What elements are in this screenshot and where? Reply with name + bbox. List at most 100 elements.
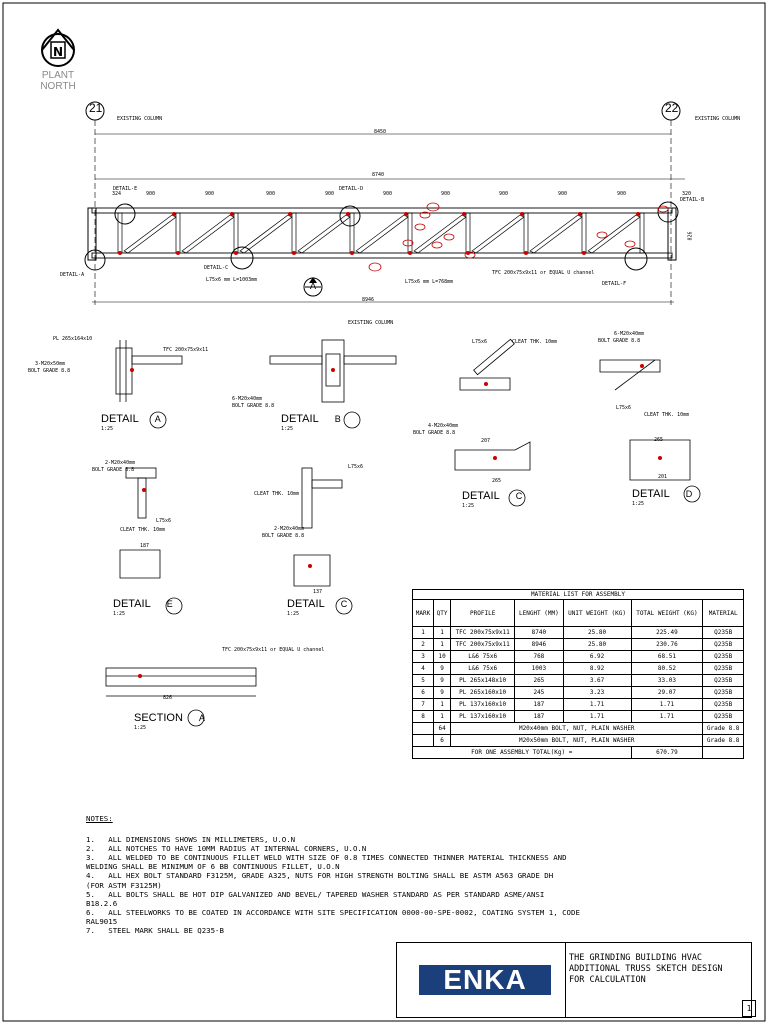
detail-a-grade: BOLT GRADE 8.8 bbox=[28, 368, 71, 374]
vertical-member bbox=[291, 212, 297, 254]
note-line: 2. ALL NOTCHES TO HAVE 10MM RADIUS AT IN… bbox=[86, 844, 367, 854]
table-cell: 1.71 bbox=[562, 698, 632, 711]
note-line: 5. ALL BOLTS SHALL BE HOT DIP GALVANIZED… bbox=[86, 889, 545, 899]
detail-a-word: DETAIL bbox=[101, 413, 139, 425]
detail-d-d2: 201 bbox=[658, 474, 668, 480]
table-cell: 265 bbox=[514, 674, 564, 687]
existing-column-right: EXISTING COLUMN bbox=[695, 116, 741, 122]
drawing-title: THE GRINDING BUILDING HVAC ADDITIONAL TR… bbox=[569, 953, 723, 986]
detail-b-existing: EXISTING COLUMN bbox=[348, 320, 394, 326]
table-cell: Q235B bbox=[702, 710, 744, 723]
bay-dim-label: 900 bbox=[499, 191, 509, 197]
bolt-marker bbox=[346, 212, 350, 216]
table-cell: 187 bbox=[514, 698, 564, 711]
table-cell: 225.49 bbox=[630, 626, 704, 639]
table-cell: L&6 75x6 bbox=[450, 650, 516, 663]
notes-heading: NOTES: bbox=[86, 814, 113, 823]
table-cell: Q235B bbox=[702, 686, 744, 699]
table-cell: 9 bbox=[433, 662, 452, 675]
detail-e-angle: L75x6 bbox=[156, 518, 172, 524]
diagonal-member bbox=[239, 214, 293, 254]
diagonal-member bbox=[181, 214, 235, 254]
material-list-col-2: PROFILE bbox=[450, 599, 516, 627]
table-cell: Q235B bbox=[702, 674, 744, 687]
member-note-tfc: TFC 200x75x9x11 or EQUAL U channel bbox=[492, 270, 595, 276]
detail-a-tag: DETAIL-A bbox=[60, 272, 85, 278]
detail-d-angle: L75x6 bbox=[616, 405, 632, 411]
detail-a-plate: PL 265x164x10 bbox=[53, 336, 93, 342]
table-cell: PL 137x160x10 bbox=[450, 698, 516, 711]
detail-f-scale: 1:25 bbox=[287, 611, 300, 617]
detail-f-word: DETAIL bbox=[287, 598, 325, 610]
bolt-marker bbox=[172, 212, 176, 216]
detail-b-scale: 1:25 bbox=[281, 426, 294, 432]
detail-f-d1: 137 bbox=[313, 589, 323, 595]
table-cell: 80.52 bbox=[630, 662, 704, 675]
detail-b-bolt: 6-M20x40mm bbox=[232, 396, 263, 402]
detail-c-grade: BOLT GRADE 8.8 bbox=[413, 430, 456, 436]
table-cell: Q235B bbox=[702, 698, 744, 711]
material-list-title: MATERIAL LIST FOR ASSEMBLY bbox=[412, 589, 744, 600]
dim-bottom: 8946 bbox=[362, 297, 375, 303]
table-cell: 1 bbox=[433, 638, 452, 651]
bolt-marker bbox=[582, 251, 586, 255]
detail-sketches bbox=[105, 338, 701, 727]
bay-dim-label: 900 bbox=[441, 191, 451, 197]
detail-b-tag: DETAIL-B bbox=[680, 197, 705, 203]
detail-c-d2: 265 bbox=[492, 478, 502, 484]
detail-c-scale: 1:25 bbox=[462, 503, 475, 509]
detail-f-grade: BOLT GRADE 8.8 bbox=[262, 533, 305, 539]
detail-e-d1: 187 bbox=[140, 543, 150, 549]
table-cell: 187 bbox=[514, 710, 564, 723]
table-cell: 1 bbox=[433, 626, 452, 639]
table-cell: 1003 bbox=[514, 662, 564, 675]
vertical-member bbox=[523, 212, 529, 254]
table-cell: 6 bbox=[433, 734, 452, 747]
bolt-marker bbox=[234, 251, 238, 255]
table-cell: PL 265x160x10 bbox=[450, 686, 516, 699]
table-cell: 7 bbox=[411, 698, 435, 711]
drawing-title-line1: THE GRINDING BUILDING HVAC bbox=[569, 953, 703, 963]
note-line: B18.2.6 bbox=[86, 898, 118, 908]
table-cell: Q235B bbox=[702, 626, 744, 639]
note-line: 6. ALL STEELWORKS TO BE COATED IN ACCORD… bbox=[86, 907, 580, 917]
material-list-col-4: UNIT WEIGHT (KG) bbox=[562, 599, 632, 627]
table-cell: 68.51 bbox=[630, 650, 704, 663]
note-line: (FOR ASTM F3125M) bbox=[86, 880, 162, 890]
diagonal-member bbox=[529, 214, 583, 254]
note-line: 3. ALL WELDED TO BE CONTINUOUS FILLET WE… bbox=[86, 853, 567, 863]
detail-e-grade: BOLT GRADE 8.8 bbox=[92, 467, 135, 473]
detail-a-mark: A bbox=[154, 414, 161, 424]
bolt-marker bbox=[118, 251, 122, 255]
note-line: 1. ALL DIMENSIONS SHOWS IN MILLIMETERS, … bbox=[86, 835, 296, 845]
vertical-member bbox=[175, 212, 181, 254]
table-cell: TFC 200x75x9x11 bbox=[450, 626, 516, 639]
table-cell: M20x50mm BOLT, NUT, PLAIN WASHER bbox=[450, 734, 704, 747]
table-cell: 3 bbox=[411, 650, 435, 663]
table-cell: 3.23 bbox=[562, 686, 632, 699]
grid-21: 21 bbox=[89, 101, 103, 115]
truss-elevation bbox=[84, 101, 685, 305]
bay-dim-label: 900 bbox=[383, 191, 393, 197]
north-label-line1: PLANT bbox=[41, 70, 75, 81]
detail-a-bolt: 3-M20x50mm bbox=[35, 361, 66, 367]
table-cell: 6 bbox=[411, 686, 435, 699]
table-cell: 64 bbox=[433, 722, 452, 735]
detail-d-tag: DETAIL-D bbox=[339, 186, 364, 192]
detail-b-grade: BOLT GRADE 8.8 bbox=[232, 403, 275, 409]
vertical-member bbox=[465, 212, 471, 254]
table-cell: 1 bbox=[433, 698, 452, 711]
detail-d-grade: BOLT GRADE 8.8 bbox=[598, 338, 641, 344]
detail-f-cleat: CLEAT THK. 10mm bbox=[254, 491, 300, 497]
detail-a-tfc: TFC 200x75x9x11 bbox=[163, 347, 209, 353]
detail-e-mark: E bbox=[166, 599, 173, 609]
truss-height: 826 bbox=[687, 231, 694, 241]
